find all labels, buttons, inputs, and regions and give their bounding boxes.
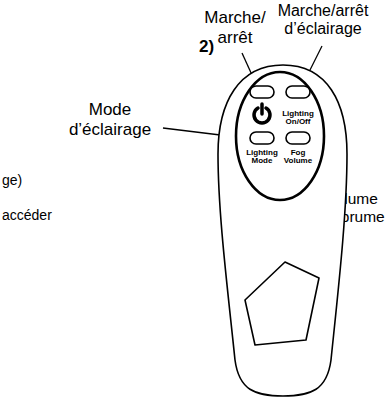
- button-label: Lighting Mode: [243, 149, 281, 166]
- cropped-text: accéder: [2, 207, 72, 223]
- button-label: Lighting On/Off: [279, 110, 317, 127]
- button-panel: [236, 72, 324, 200]
- callout-label: Mode d’éclairage: [60, 100, 160, 139]
- lower-window: [245, 262, 319, 345]
- power-symbol: [254, 104, 270, 123]
- remote-control: Lighting On/OffLighting ModeFog Volume: [215, 62, 349, 399]
- button: [286, 86, 310, 98]
- remote-body: [218, 65, 347, 396]
- cropped-text: ge): [2, 172, 42, 188]
- button-label: Fog Volume: [279, 149, 317, 166]
- button: [286, 132, 310, 144]
- button: [250, 86, 274, 98]
- remote-outline: [215, 62, 349, 399]
- callout-label: Marche/arrêt d’éclairage: [267, 2, 379, 39]
- button: [250, 132, 274, 144]
- callout-label: Marche/ arrêt: [199, 8, 271, 47]
